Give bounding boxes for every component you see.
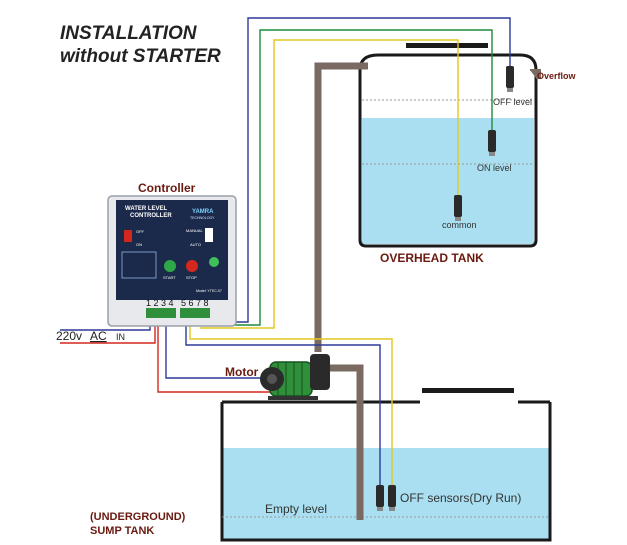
sump-tank: Empty level OFF sensors(Dry Run) (UNDERG… [90, 388, 552, 542]
terminals-left-label: 1 2 3 4 [146, 298, 174, 308]
suction-pipe [322, 364, 364, 520]
mode-manual-label: MANUAL [186, 228, 203, 233]
controller-panel [116, 200, 228, 300]
sump-tank-water [222, 448, 550, 540]
pump-head [310, 354, 330, 390]
power-label-in: IN [116, 332, 125, 342]
common-label: common [442, 220, 477, 230]
power-label-voltage: 220v [56, 329, 82, 343]
overhead-common-sensor [454, 195, 462, 221]
mode-auto-label: AUTO [190, 242, 201, 247]
controller-label: Controller [138, 181, 196, 195]
wire-blue-sump [185, 322, 381, 485]
stop-button [186, 260, 198, 272]
overhead-off-sensor [506, 66, 514, 92]
indicator-leaf [209, 257, 219, 267]
overhead-tank-water [362, 118, 534, 244]
terminals-right-label: 5 6 7 8 [181, 298, 209, 308]
overhead-tank-lid [406, 43, 488, 48]
wire-red-motor [157, 322, 270, 393]
panel-brand-sub: TECHNOLOGY [190, 216, 215, 220]
power-input-label: 220v AC IN [56, 329, 125, 343]
start-label: START [163, 275, 176, 280]
power-switch [124, 230, 132, 242]
motor-base [268, 396, 318, 400]
power-label-ac: AC [90, 329, 107, 343]
wire-yellow-overhead [200, 39, 459, 329]
wire-green-overhead [200, 29, 493, 326]
panel-title-2: CONTROLLER [130, 213, 172, 219]
switch-on-label: ON [136, 242, 142, 247]
wiring [60, 17, 511, 485]
overflow-label: Overflow [537, 71, 577, 81]
switch-off-label: OFF [136, 229, 145, 234]
overflow-pipe [530, 69, 541, 79]
overhead-tank-wall [358, 53, 538, 248]
sump-sensor-2 [388, 485, 396, 511]
terminal-block-left [146, 308, 176, 318]
overhead-tank: Overflow OVERHEAD TANK [358, 43, 577, 265]
empty-level-label: Empty level [265, 502, 327, 516]
terminal-block-right [180, 308, 210, 318]
panel-brand: YAMRA [192, 209, 214, 215]
model-label: Model: YTEC-07 [196, 289, 222, 293]
wire-red-power [60, 322, 156, 344]
mode-switch [205, 228, 213, 242]
sump-tank-label-2: SUMP TANK [90, 525, 154, 537]
off-level-label: OFF level [493, 97, 532, 107]
pipe-system [314, 62, 368, 520]
panel-diagram-box [121, 251, 157, 279]
wire-blue-motor [165, 322, 268, 379]
title-line-1: INSTALLATION [60, 23, 197, 44]
on-level-label: ON level [477, 163, 512, 173]
off-sensors-label: OFF sensors(Dry Run) [400, 491, 521, 505]
stop-label: STOP [186, 275, 197, 280]
start-button [164, 260, 176, 272]
motor-label: Motor [225, 365, 259, 379]
overhead-on-sensor [488, 130, 496, 156]
title-line-2: without STARTER [60, 46, 221, 67]
motor-pump: Motor [225, 354, 330, 400]
installation-title: INSTALLATION without STARTER [60, 22, 221, 68]
delivery-pipe [314, 62, 368, 352]
overhead-tank-label: OVERHEAD TANK [380, 251, 484, 265]
controller: Controller WATER LEVEL CONTROLLER YAMRA … [107, 181, 237, 327]
sump-tank-label-1: (UNDERGROUND) [90, 511, 186, 523]
sump-tank-lid [422, 388, 514, 393]
wire-yellow-sump [189, 322, 393, 485]
sump-tank-wall [220, 402, 552, 542]
panel-title-1: WATER LEVEL [125, 206, 168, 212]
sensors: OFF level ON level common [376, 66, 532, 511]
sump-sensor-1 [376, 485, 384, 511]
